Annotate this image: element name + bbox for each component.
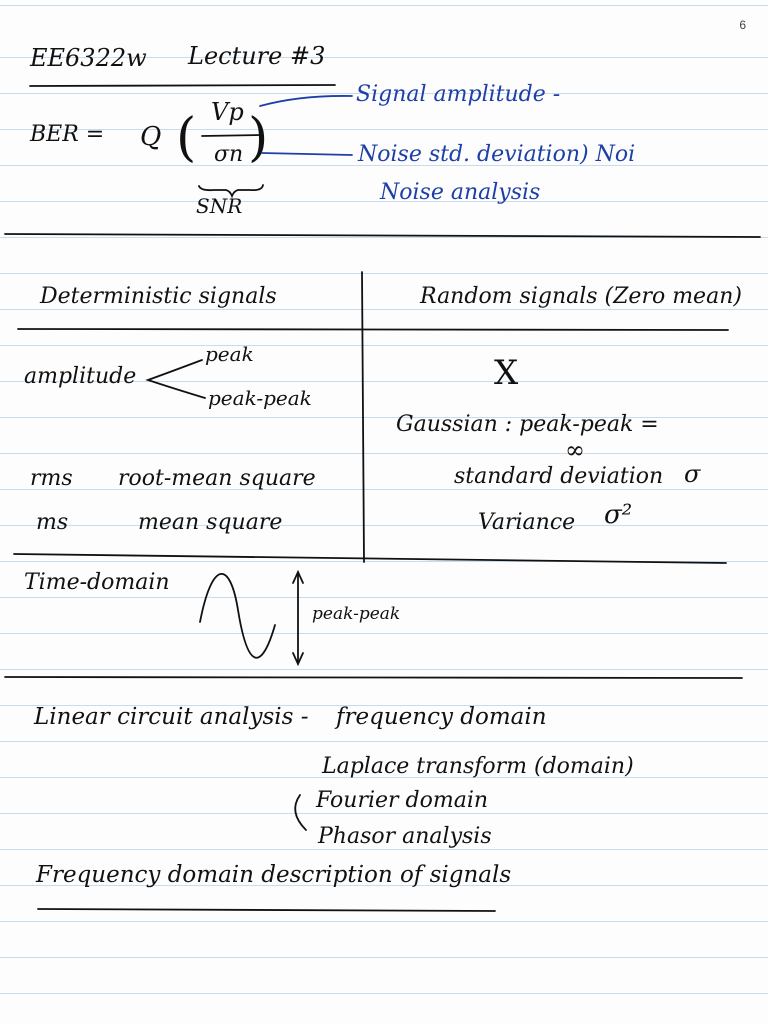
section-divider-2 [13, 553, 727, 564]
note-noise-analysis: Noise analysis [380, 180, 541, 205]
methods-bracket [294, 794, 307, 831]
variance-label: Variance [478, 510, 576, 535]
ms-abbr: ms [36, 510, 69, 535]
standard-deviation-label: standard deviation [454, 464, 664, 489]
snr-label: SNR [196, 194, 243, 218]
sigma-squared: σ² [604, 500, 633, 530]
left-column-header: Deterministic signals [40, 284, 277, 309]
infinity-symbol: ∞ [565, 436, 585, 464]
footer-underline [37, 908, 496, 912]
laplace-item: Laplace transform (domain) [322, 754, 634, 779]
course-code: EE6322w [30, 44, 147, 72]
section-divider-1 [4, 233, 761, 238]
frequency-description-footer: Frequency domain description of signals [36, 862, 512, 888]
fraction-numerator: Vp [211, 98, 244, 126]
amplitude-connector [259, 95, 353, 107]
arrow-head-bottom [292, 652, 304, 667]
noise-connector [261, 152, 353, 156]
table-header-rule [17, 328, 729, 331]
right-paren: ) [248, 108, 269, 168]
amplitude-brace [145, 359, 206, 399]
page-number: 6 [739, 18, 746, 32]
arrow-head-top [292, 569, 304, 584]
rms-full: root-mean square [118, 466, 316, 491]
peak-peak-label: peak-peak [208, 386, 312, 410]
note-signal-amplitude: Signal amplitude - [356, 82, 561, 107]
linear-analysis-title: Linear circuit analysis - [34, 704, 309, 730]
frequency-domain-label: frequency domain [336, 704, 547, 730]
not-applicable-mark: X [494, 353, 519, 393]
left-paren: ( [176, 108, 197, 168]
ber-label: BER = [30, 122, 105, 147]
rms-abbr: rms [30, 466, 73, 491]
sine-wave [199, 573, 276, 659]
q-function: Q [140, 122, 162, 152]
gaussian-label: Gaussian : peak-peak = [396, 412, 659, 437]
section-divider-3 [4, 676, 743, 679]
peak-label: peak [205, 342, 254, 366]
fourier-item: Fourier domain [316, 788, 489, 813]
peak-peak-arrow-label: peak-peak [312, 604, 401, 624]
header-underline [29, 84, 336, 87]
lecture-title: Lecture #3 [188, 42, 326, 70]
fraction-denominator: σn [214, 142, 244, 167]
note-noise-std: Noise std. deviation) Noi [358, 142, 636, 167]
sigma-symbol: σ [684, 460, 701, 488]
phasor-item: Phasor analysis [318, 824, 492, 849]
amplitude-label: amplitude [24, 364, 137, 389]
time-domain-label: Time-domain [24, 570, 170, 595]
right-column-header: Random signals (Zero mean) [420, 284, 742, 309]
table-vertical-rule [361, 271, 365, 563]
ms-full: mean square [138, 510, 283, 535]
